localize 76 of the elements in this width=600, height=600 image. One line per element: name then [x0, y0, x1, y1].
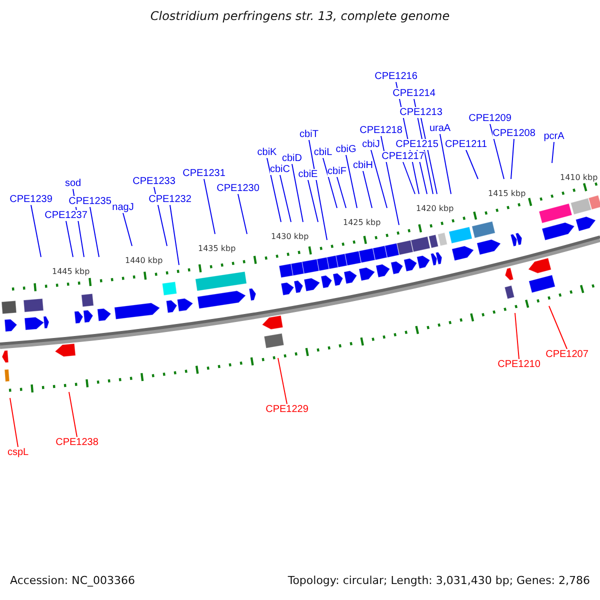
gene-label: cbiL [314, 147, 332, 158]
leader-line [362, 170, 372, 208]
gene-label: cbiJ [362, 139, 380, 150]
leader-line [490, 124, 504, 180]
gene-label: CPE1210 [498, 359, 540, 370]
gene-label: pcrA [544, 131, 564, 142]
scale-label: 1425 kbp [343, 218, 381, 227]
leader-line [238, 194, 248, 234]
leader-line [308, 180, 318, 222]
gene-label: CPE1211 [444, 139, 488, 150]
gene-label: CPE1235 [68, 196, 112, 207]
leader-line [510, 138, 514, 180]
leader-line [548, 306, 568, 350]
gene-label: CPE1239 [10, 194, 52, 205]
gene-label: cbiE [298, 169, 318, 180]
gene-label: cbiT [300, 129, 318, 140]
gene-label: cbiD [282, 153, 302, 164]
gene-label: uraA [429, 123, 451, 134]
gene-label: CPE1208 [492, 128, 536, 139]
gene-label: cbiH [353, 160, 373, 171]
leader-line [308, 140, 328, 240]
leader-line [380, 136, 400, 226]
gene-label: CPE1218 [360, 125, 402, 136]
footer-text: Topology: circular; Length: 3,031,430 bp; Genes: 2,786 [288, 575, 590, 587]
gene-label: CPE1237 [44, 210, 88, 221]
gene-label: CPE1215 [396, 139, 438, 150]
leader-line [552, 142, 554, 164]
gene-label: CPE1233 [132, 176, 176, 187]
leader-line [266, 158, 282, 222]
scale-label: 1445 kbp [52, 267, 90, 276]
gene-label: CPE1232 [148, 194, 192, 205]
scale-label: 1440 kbp [125, 256, 163, 265]
leader-line [402, 162, 416, 194]
gene-label: cbiF [328, 166, 346, 177]
footer-text: Accession: NC_003366 [10, 575, 136, 587]
leader-line [30, 204, 42, 258]
leader-line [204, 178, 216, 234]
gene-label: cbiG [336, 144, 356, 155]
leader-line [440, 134, 452, 194]
gene-label: cbiK [257, 147, 277, 158]
map-title: Clostridium perfringens str. 13, complete genome [149, 10, 451, 22]
scale-label: 1415 kbp [488, 189, 526, 198]
gene-label: CPE1213 [400, 107, 442, 118]
leader-line [346, 154, 358, 208]
gene-label: sod [64, 178, 82, 189]
scale-label: 1430 kbp [271, 232, 309, 241]
scale-label: 1410 kbp [560, 173, 598, 182]
gene-label: CPE1214 [392, 88, 436, 99]
leader-line [280, 174, 292, 222]
gene-label: cspL [7, 447, 29, 458]
gene-label: CPE1207 [546, 349, 588, 360]
leader-line [514, 312, 520, 360]
leader-line [336, 176, 346, 208]
leader-line [170, 204, 180, 266]
scale-label: 1420 kbp [416, 204, 454, 213]
leader-line [10, 398, 18, 448]
gene-label: CPE1229 [266, 404, 308, 415]
gene-label: cbiC [270, 164, 290, 175]
gene-label: CPE1217 [382, 151, 424, 162]
gene-label: nagJ [112, 202, 134, 213]
gene-label: CPE1238 [56, 437, 98, 448]
gene-label: CPE1216 [374, 71, 418, 82]
leader-line [122, 212, 132, 246]
gene-label: CPE1209 [468, 113, 512, 124]
leader-line [370, 150, 388, 208]
leader-line [68, 392, 78, 438]
gene-label: CPE1230 [216, 183, 260, 194]
leader-line [292, 164, 304, 222]
leader-line [66, 220, 74, 258]
scale-label: 1435 kbp [198, 244, 236, 253]
leader-line [278, 358, 288, 404]
gene-label: CPE1231 [182, 168, 226, 179]
leader-line [466, 150, 478, 180]
leader-line [420, 118, 438, 194]
leader-line [90, 206, 100, 258]
leader-line [322, 158, 338, 208]
